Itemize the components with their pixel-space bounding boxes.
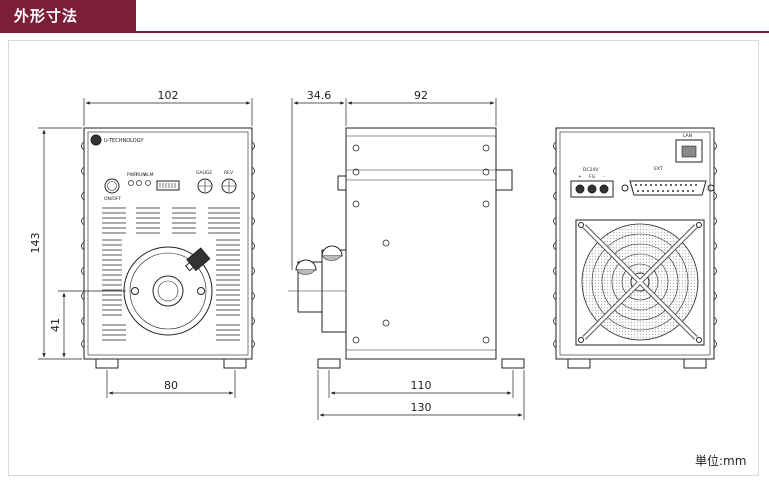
terminal-sign-minus: -: [603, 175, 605, 180]
title-banner: 外形寸法: [0, 0, 136, 31]
page-title: 外形寸法: [14, 7, 79, 25]
dim-body-depth: 92: [414, 89, 428, 102]
led-run: [136, 180, 142, 186]
rev-knob: [221, 178, 237, 194]
brand-label: U-TECHNOLOGY: [104, 138, 144, 144]
dc-label: DC24V: [583, 167, 599, 173]
logo-icon: [90, 134, 102, 146]
front-side-bumps: [81, 141, 255, 349]
front-foot-left: [95, 358, 119, 369]
side-knob-right: [321, 245, 343, 257]
dim-knob-depth: 34.6: [307, 89, 332, 102]
front-vents: [102, 207, 240, 341]
side-front-lip: [337, 175, 347, 191]
units-label: 単位:mm: [695, 454, 747, 468]
power-switch: [104, 178, 120, 194]
side-foot-front: [317, 358, 341, 369]
rev-label: REV: [224, 170, 234, 176]
lan-port: [675, 139, 703, 163]
power-label: ON/OFF: [104, 196, 122, 202]
side-rear-connector: [495, 169, 513, 191]
dim-center-height: 41: [49, 318, 62, 332]
side-dimensions: [291, 98, 525, 420]
led-label-pwr: PWR: [127, 172, 137, 178]
clamp-lever: [184, 247, 211, 272]
title-rule: [0, 31, 769, 33]
front-view: [81, 127, 255, 369]
front-dimensions: [38, 98, 253, 398]
led-label-run: RUN: [136, 172, 146, 178]
dim-front-height: 143: [29, 233, 42, 254]
side-view: [288, 127, 525, 369]
lan-label: LAN: [683, 133, 692, 139]
side-screws: [352, 144, 490, 344]
dim-total-depth: 130: [411, 401, 432, 414]
led-pwr: [128, 180, 134, 186]
front-panel: [87, 131, 249, 356]
side-body: [345, 127, 497, 360]
dim-front-width: 102: [158, 89, 179, 102]
terminal-sign-plus: +: [578, 174, 582, 180]
drawing-frame: [8, 40, 759, 476]
side-knob-left: [295, 259, 317, 271]
rear-foot-right: [683, 358, 707, 369]
led-label-alm: ALM: [144, 172, 154, 178]
dc-terminal: [570, 180, 614, 198]
pump-rotor: [152, 275, 184, 307]
rear-foot-left: [567, 358, 591, 369]
pump-screw-right: [197, 287, 205, 295]
ext-label: EXT: [654, 166, 663, 172]
front-foot-right: [223, 358, 247, 369]
rear-view: [553, 127, 717, 369]
dim-side-foot-spacing: 110: [411, 379, 432, 392]
gauge-knob: [197, 178, 213, 194]
dim-foot-spacing: 80: [164, 379, 178, 392]
pump-screw-left: [131, 287, 139, 295]
led-alm: [145, 180, 151, 186]
side-foot-rear: [501, 358, 525, 369]
ext-connector: [629, 180, 707, 196]
terminal-sign-fg: FG: [589, 174, 596, 180]
gauge-label: GAUGE: [196, 170, 212, 176]
dip-switch: [156, 180, 180, 191]
rear-side-bumps: [553, 141, 717, 349]
